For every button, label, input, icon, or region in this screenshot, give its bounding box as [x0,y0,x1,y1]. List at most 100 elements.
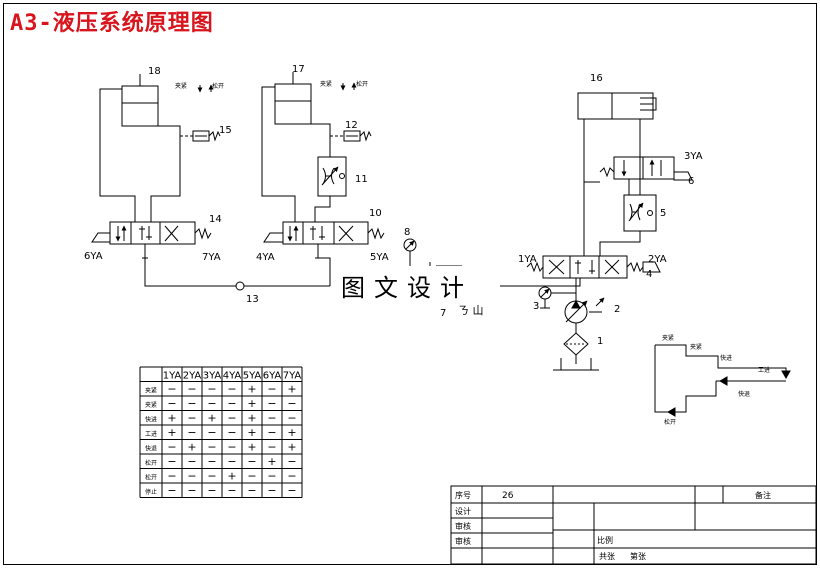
table-cell: − [187,397,196,410]
label-3: 3 [533,301,539,312]
table-cell: + [167,426,176,439]
label-7: 7 [440,308,446,319]
table-cell: − [267,441,276,454]
table-cell: − [167,383,176,396]
throttle-valve-5 [623,194,657,232]
solenoid-5ya: 5YA [370,252,389,263]
table-cell: − [187,412,196,425]
cycle-step-5: 快退 [738,390,750,398]
solenoid-7ya: 7YA [202,252,221,263]
valve-6 [613,156,675,180]
table-cell: − [187,426,196,439]
table-cell: − [247,455,256,468]
table-row-label: 松开 [145,474,157,482]
table-cell: + [247,441,256,454]
table-cell: − [227,412,236,425]
table-col-header: 1YA [163,371,182,382]
table-cell: − [267,470,276,483]
valve-4 [542,255,628,279]
table-row-label: 停止 [145,488,157,496]
table-cell: + [287,441,296,454]
tb-check-label: 审核 [455,521,471,531]
cycle-step-4: 工进 [758,366,770,374]
drawing-frame [3,3,817,565]
label-10: 10 [369,208,382,219]
throttle-valve-11 [317,156,347,197]
table-row-label: 快进 [145,416,157,424]
table-row-label: 夹紧 [145,387,157,395]
cycle-step-2: 夹紧 [690,343,702,351]
tb-design-label: 设计 [455,506,471,516]
table-cell: − [187,383,196,396]
tb-note-label: 备注 [755,490,771,500]
tb-sheet-no: 第张 [630,551,646,561]
label-4: 4 [646,269,652,280]
table-cell: + [227,470,236,483]
label-12: 12 [345,120,358,131]
watermark: 图文设计 [333,266,481,305]
cylinder-18-body [121,85,159,127]
table-cell: − [287,455,296,468]
table-cell: − [287,470,296,483]
label-1: 1 [597,336,603,347]
table-cell: − [187,455,196,468]
label-17: 17 [292,64,305,75]
tb-seq-value: 26 [502,491,514,501]
cycle-step-1: 夹紧 [662,334,674,342]
cylinder-17-body [274,83,312,125]
cycle-step-3: 快进 [720,354,732,362]
cyl18-label-a: 夹紧 [175,82,187,90]
label-6: 6 [688,176,694,187]
table-col-header: 5YA [243,371,262,382]
solenoid-4ya: 4YA [256,252,275,263]
table-cell: + [247,426,256,439]
check-valve-13 [235,281,245,291]
label-15: 15 [219,125,232,136]
valve-14 [109,221,196,245]
cyl18-label-b: 松开 [212,82,224,90]
table-cell: − [207,484,216,497]
solenoid-1ya: 1YA [518,254,537,265]
table-cell: − [187,470,196,483]
table-cell: − [267,426,276,439]
tb-total-sheets: 共张 [599,552,615,561]
table-cell: + [247,412,256,425]
table-cell: − [207,383,216,396]
table-cell: − [267,484,276,497]
table-row-label: 工进 [145,430,157,438]
table-cell: − [227,441,236,454]
table-cell: + [287,383,296,396]
table-cell: + [247,397,256,410]
table-cell: − [247,470,256,483]
table-cell: − [247,484,256,497]
table-cell: − [287,484,296,497]
table-cell: − [227,397,236,410]
table-col-header: 4YA [223,371,242,382]
label-14: 14 [209,214,222,225]
cycle-path [654,345,666,413]
table-cell: − [167,470,176,483]
valve7-glyphs: ㄋ 山 [458,304,484,317]
table-row-label: 快退 [145,445,157,453]
table-cell: + [247,383,256,396]
tb-scale-label: 比例 [597,535,613,545]
table-cell: + [167,412,176,425]
tb-seq-label: 序号 [455,490,471,500]
cyl17-label-a: 夹紧 [320,80,332,88]
table-cell: − [227,484,236,497]
table-cell: + [287,426,296,439]
table-cell: − [207,470,216,483]
label-5: 5 [660,208,666,219]
table-cell: + [207,412,216,425]
table-cell: − [267,412,276,425]
tb-approve-label: 审核 [455,536,471,546]
cycle-step-6: 松开 [664,418,676,426]
title-block [450,485,817,565]
table-cell: − [167,397,176,410]
table-cell: + [187,441,196,454]
table-cell: − [167,455,176,468]
sequence-table-grid [139,366,303,498]
label-18: 18 [148,66,161,77]
